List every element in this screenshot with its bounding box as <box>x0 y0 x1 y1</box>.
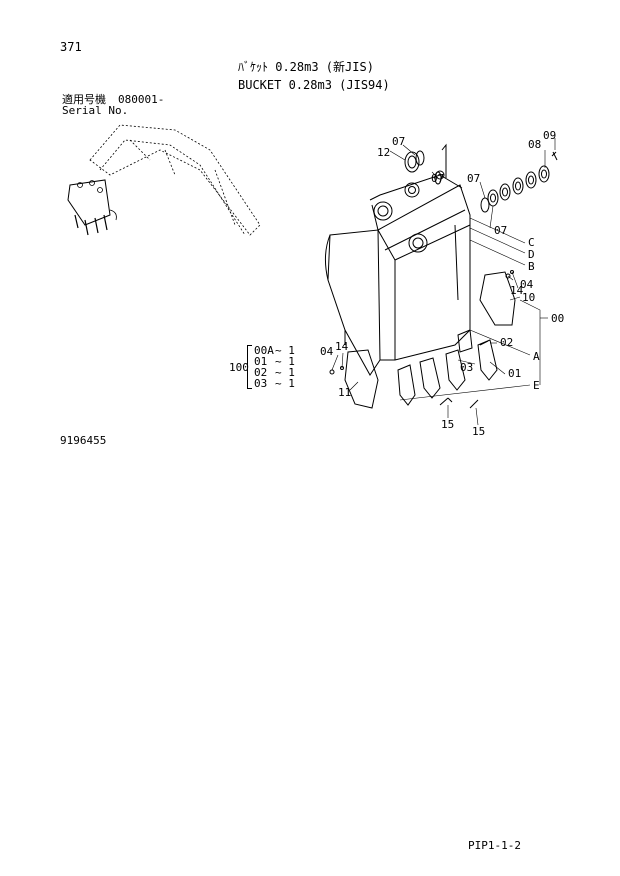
callout-09: 09 <box>543 129 557 142</box>
assembly-row-qty: ~ 1 <box>275 377 295 390</box>
callout-E: E <box>533 379 540 392</box>
serial-label-japanese: 適用号機 <box>62 93 106 106</box>
page-number: 371 <box>60 40 82 54</box>
callout-07: 07 <box>494 224 508 237</box>
callout-02: 02 <box>500 336 514 349</box>
leader-lines <box>332 138 555 425</box>
assembly-row-part: 03 <box>254 377 268 390</box>
callout-08: 08 <box>528 138 542 151</box>
callout-07: 07 <box>431 172 445 185</box>
callout-01: 01 <box>508 367 522 380</box>
pin-hardware-illustration <box>405 145 557 212</box>
assembly-row-part: 00A <box>254 344 274 357</box>
callout-C: C <box>528 236 535 249</box>
callout-10: 10 <box>522 291 536 304</box>
figure-number: 9196455 <box>60 434 107 447</box>
serial-value: 080001- <box>118 93 165 106</box>
callout-11: 11 <box>338 386 352 399</box>
excavator-arm-thumbnail <box>68 125 260 235</box>
callout-04: 04 <box>320 345 334 358</box>
serial-label-english: Serial No. <box>62 104 129 117</box>
assembly-row-qty: ~ 1 <box>275 344 295 357</box>
callout-A: A <box>533 350 540 363</box>
callout-D: D <box>528 248 535 261</box>
callout-04: 04 <box>520 278 534 291</box>
callout-15: 15 <box>441 418 455 431</box>
callout-12: 12 <box>377 146 391 159</box>
title-english: BUCKET 0.28m3 (JIS94) <box>238 78 390 92</box>
callout-B: B <box>528 260 535 273</box>
callout-03: 03 <box>460 361 474 374</box>
assembly-bracket <box>247 345 252 389</box>
assembly-row-part: 01 <box>254 355 268 368</box>
callout-07: 07 <box>392 135 406 148</box>
assembly-main-number: 100 <box>229 361 249 374</box>
callout-00: 00 <box>551 312 565 325</box>
callout-15: 15 <box>472 425 486 438</box>
title-japanese: ﾊﾞｹｯﾄ 0.28m3 (新JIS) <box>238 60 374 74</box>
callout-14: 14 <box>510 284 524 297</box>
callout-14: 14 <box>335 340 349 353</box>
assembly-row-qty: ~ 1 <box>275 366 295 379</box>
assembly-row-qty: ~ 1 <box>275 355 295 368</box>
assembly-row-part: 02 <box>254 366 268 379</box>
callout-07: 07 <box>467 172 481 185</box>
page-reference: PIP1-1-2 <box>468 839 521 852</box>
bucket-illustration <box>325 171 515 408</box>
